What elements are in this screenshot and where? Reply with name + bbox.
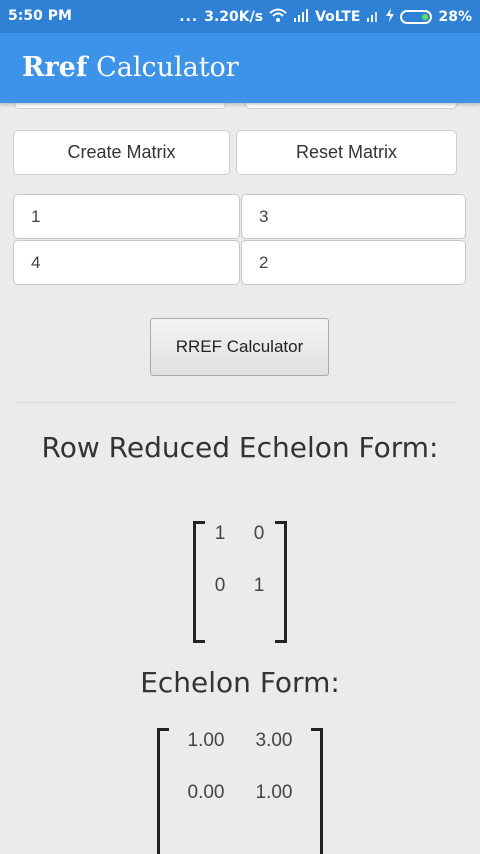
- create-matrix-button[interactable]: Create Matrix: [13, 130, 230, 175]
- app-title: Rref Calculator: [22, 52, 239, 83]
- matrix-cell-r2c1[interactable]: 4: [13, 240, 240, 285]
- more-notifications-icon: ...: [179, 9, 199, 25]
- rref-cell-r1c2: 0: [253, 523, 265, 544]
- status-time: 5:50 PM: [8, 8, 72, 24]
- signal-icon-2: [366, 8, 380, 26]
- ef-cell-r2c2: 1.00: [255, 782, 293, 803]
- echelon-heading: Echelon Form:: [140, 666, 340, 699]
- matrix-cell-r1c1[interactable]: 1: [13, 194, 240, 239]
- ef-cell-r2c1: 0.00: [187, 782, 225, 803]
- app-title-rest: Calculator: [96, 52, 239, 83]
- ef-left-bracket: [157, 728, 169, 854]
- rref-cell-r1c1: 1: [214, 523, 226, 544]
- volte-label: VoLTE: [315, 9, 361, 25]
- rref-cell-r2c1: 0: [214, 575, 226, 596]
- wifi-icon: [269, 8, 287, 26]
- matrix-cell-r2c2[interactable]: 2: [241, 240, 466, 285]
- signal-icon: [293, 8, 309, 26]
- reset-matrix-button[interactable]: Reset Matrix: [236, 130, 457, 175]
- ef-cell-r1c2: 3.00: [255, 730, 293, 751]
- status-indicators: ... 3.20K/s VoLTE 28%: [179, 8, 472, 26]
- battery-percent: 28%: [438, 9, 472, 25]
- matrix-cell-r1c2[interactable]: 3: [241, 194, 466, 239]
- charging-icon: [386, 8, 395, 26]
- section-divider: [14, 402, 458, 403]
- battery-icon: [400, 10, 433, 24]
- network-speed: 3.20K/s: [204, 9, 264, 25]
- rref-left-bracket: [193, 521, 205, 643]
- status-bar: 5:50 PM ... 3.20K/s VoLTE 28%: [0, 0, 480, 33]
- app-bar: Rref Calculator: [0, 33, 480, 103]
- rref-calculate-button[interactable]: RREF Calculator: [150, 318, 329, 376]
- ef-cell-r1c1: 1.00: [187, 730, 225, 751]
- app-title-bold: Rref: [22, 52, 88, 83]
- rref-heading: Row Reduced Echelon Form:: [41, 431, 439, 464]
- rref-cell-r2c2: 1: [253, 575, 265, 596]
- ef-right-bracket: [311, 728, 323, 854]
- rref-right-bracket: [275, 521, 287, 643]
